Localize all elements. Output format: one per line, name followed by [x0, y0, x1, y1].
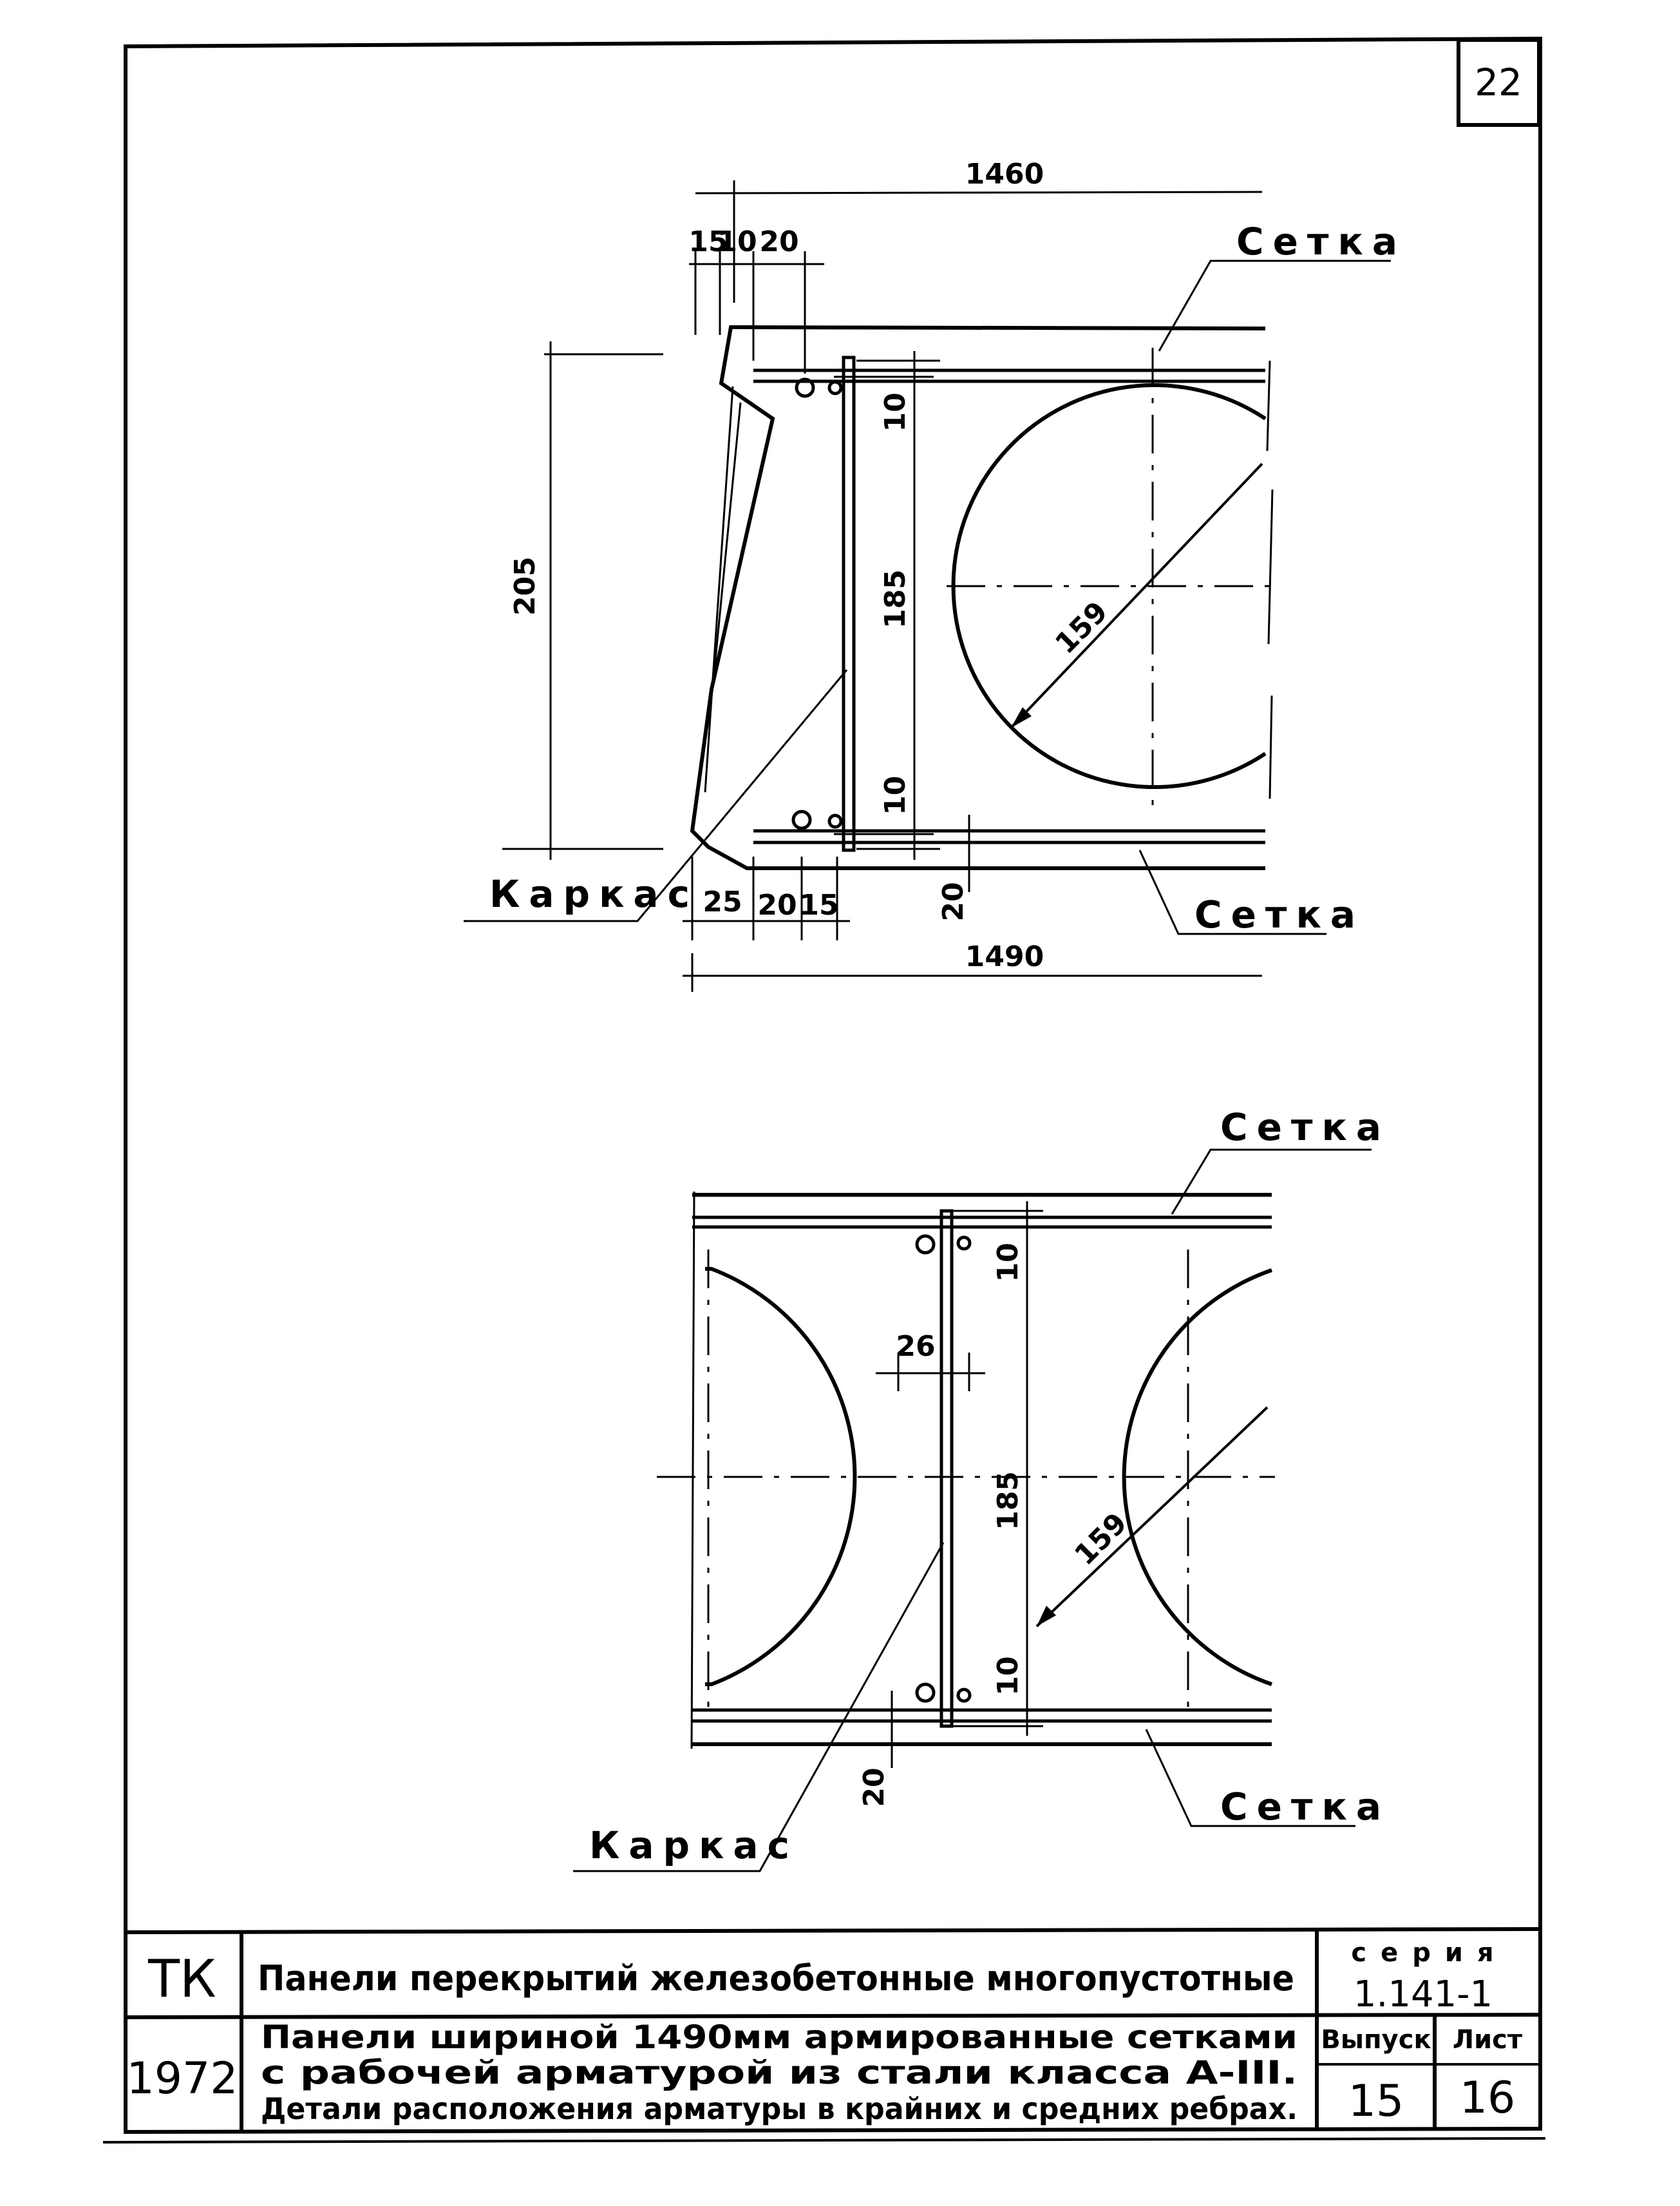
dim-20-cover-mid: 20: [858, 1767, 891, 1807]
label-mesh-bottom-mid: Сетка: [1220, 1785, 1390, 1829]
dim-15-top: 15: [688, 225, 728, 258]
series-label: серия: [1351, 1938, 1507, 1968]
sheet-number: 22: [1475, 61, 1522, 104]
void-circle-right: [1122, 1268, 1272, 1686]
dim-20-bottom: 20: [757, 889, 797, 922]
middle-rib-section: 26 185 10 10 159 20 Сетка Сетка Каркас: [573, 1105, 1390, 1872]
org-code: ТК: [147, 1949, 216, 2009]
issue-label: Выпуск: [1321, 2025, 1431, 2055]
sheet-frame: [102, 36, 1546, 2144]
edge-rib-section: 1460 15 10 20 205 185 10 10 159 20 25 20…: [464, 158, 1406, 992]
label-mesh-top: Сетка: [1236, 220, 1406, 263]
void-circle-left: [705, 1267, 857, 1686]
dim-20-cover: 20: [937, 882, 970, 921]
dim-1490: 1490: [965, 940, 1044, 973]
dim-205: 205: [509, 556, 542, 616]
dim-10-top: 10: [717, 225, 757, 258]
sheet-value: 16: [1460, 2073, 1516, 2124]
label-mesh-bottom: Сетка: [1194, 893, 1364, 937]
label-frame: Каркас: [489, 872, 699, 916]
dim-10-cover-top-mid: 10: [992, 1242, 1024, 1282]
subtitle-line-3: Детали расположения арматуры в крайних и…: [261, 2091, 1298, 2126]
dim-10-cover-bottom-mid: 10: [992, 1656, 1024, 1695]
title-block: ТК 1972 Панели перекрытий железобетонные…: [125, 1927, 1541, 2132]
title-main: Панели перекрытий железобетонные многопу…: [258, 1958, 1294, 1999]
dim-159: 159: [1049, 595, 1114, 660]
sheet-label: Лист: [1453, 2025, 1523, 2055]
dim-15-bottom: 15: [799, 889, 838, 922]
dim-10-cover-bottom: 10: [879, 775, 912, 815]
label-mesh-top-mid: Сетка: [1220, 1105, 1390, 1149]
issue-value: 15: [1348, 2076, 1404, 2127]
dim-185: 185: [879, 569, 912, 629]
subtitle-line-2: с рабочей арматурой из стали класса А-II…: [261, 2054, 1298, 2091]
dim-185-mid: 185: [992, 1471, 1024, 1530]
sheet-number-box: 22: [1457, 38, 1541, 127]
dim-25: 25: [703, 886, 742, 918]
subtitle-line-1: Панели шириной 1490мм армированные сетка…: [261, 2019, 1298, 2056]
series-value: 1.141-1: [1354, 1973, 1493, 2015]
year: 1972: [126, 2053, 238, 2104]
dim-1460: 1460: [965, 158, 1044, 191]
dim-10-cover-top: 10: [879, 392, 912, 432]
dim-26: 26: [896, 1330, 935, 1363]
dim-159-mid: 159: [1068, 1507, 1133, 1572]
label-frame-mid: Каркас: [589, 1823, 798, 1867]
dim-20-top: 20: [759, 225, 798, 258]
